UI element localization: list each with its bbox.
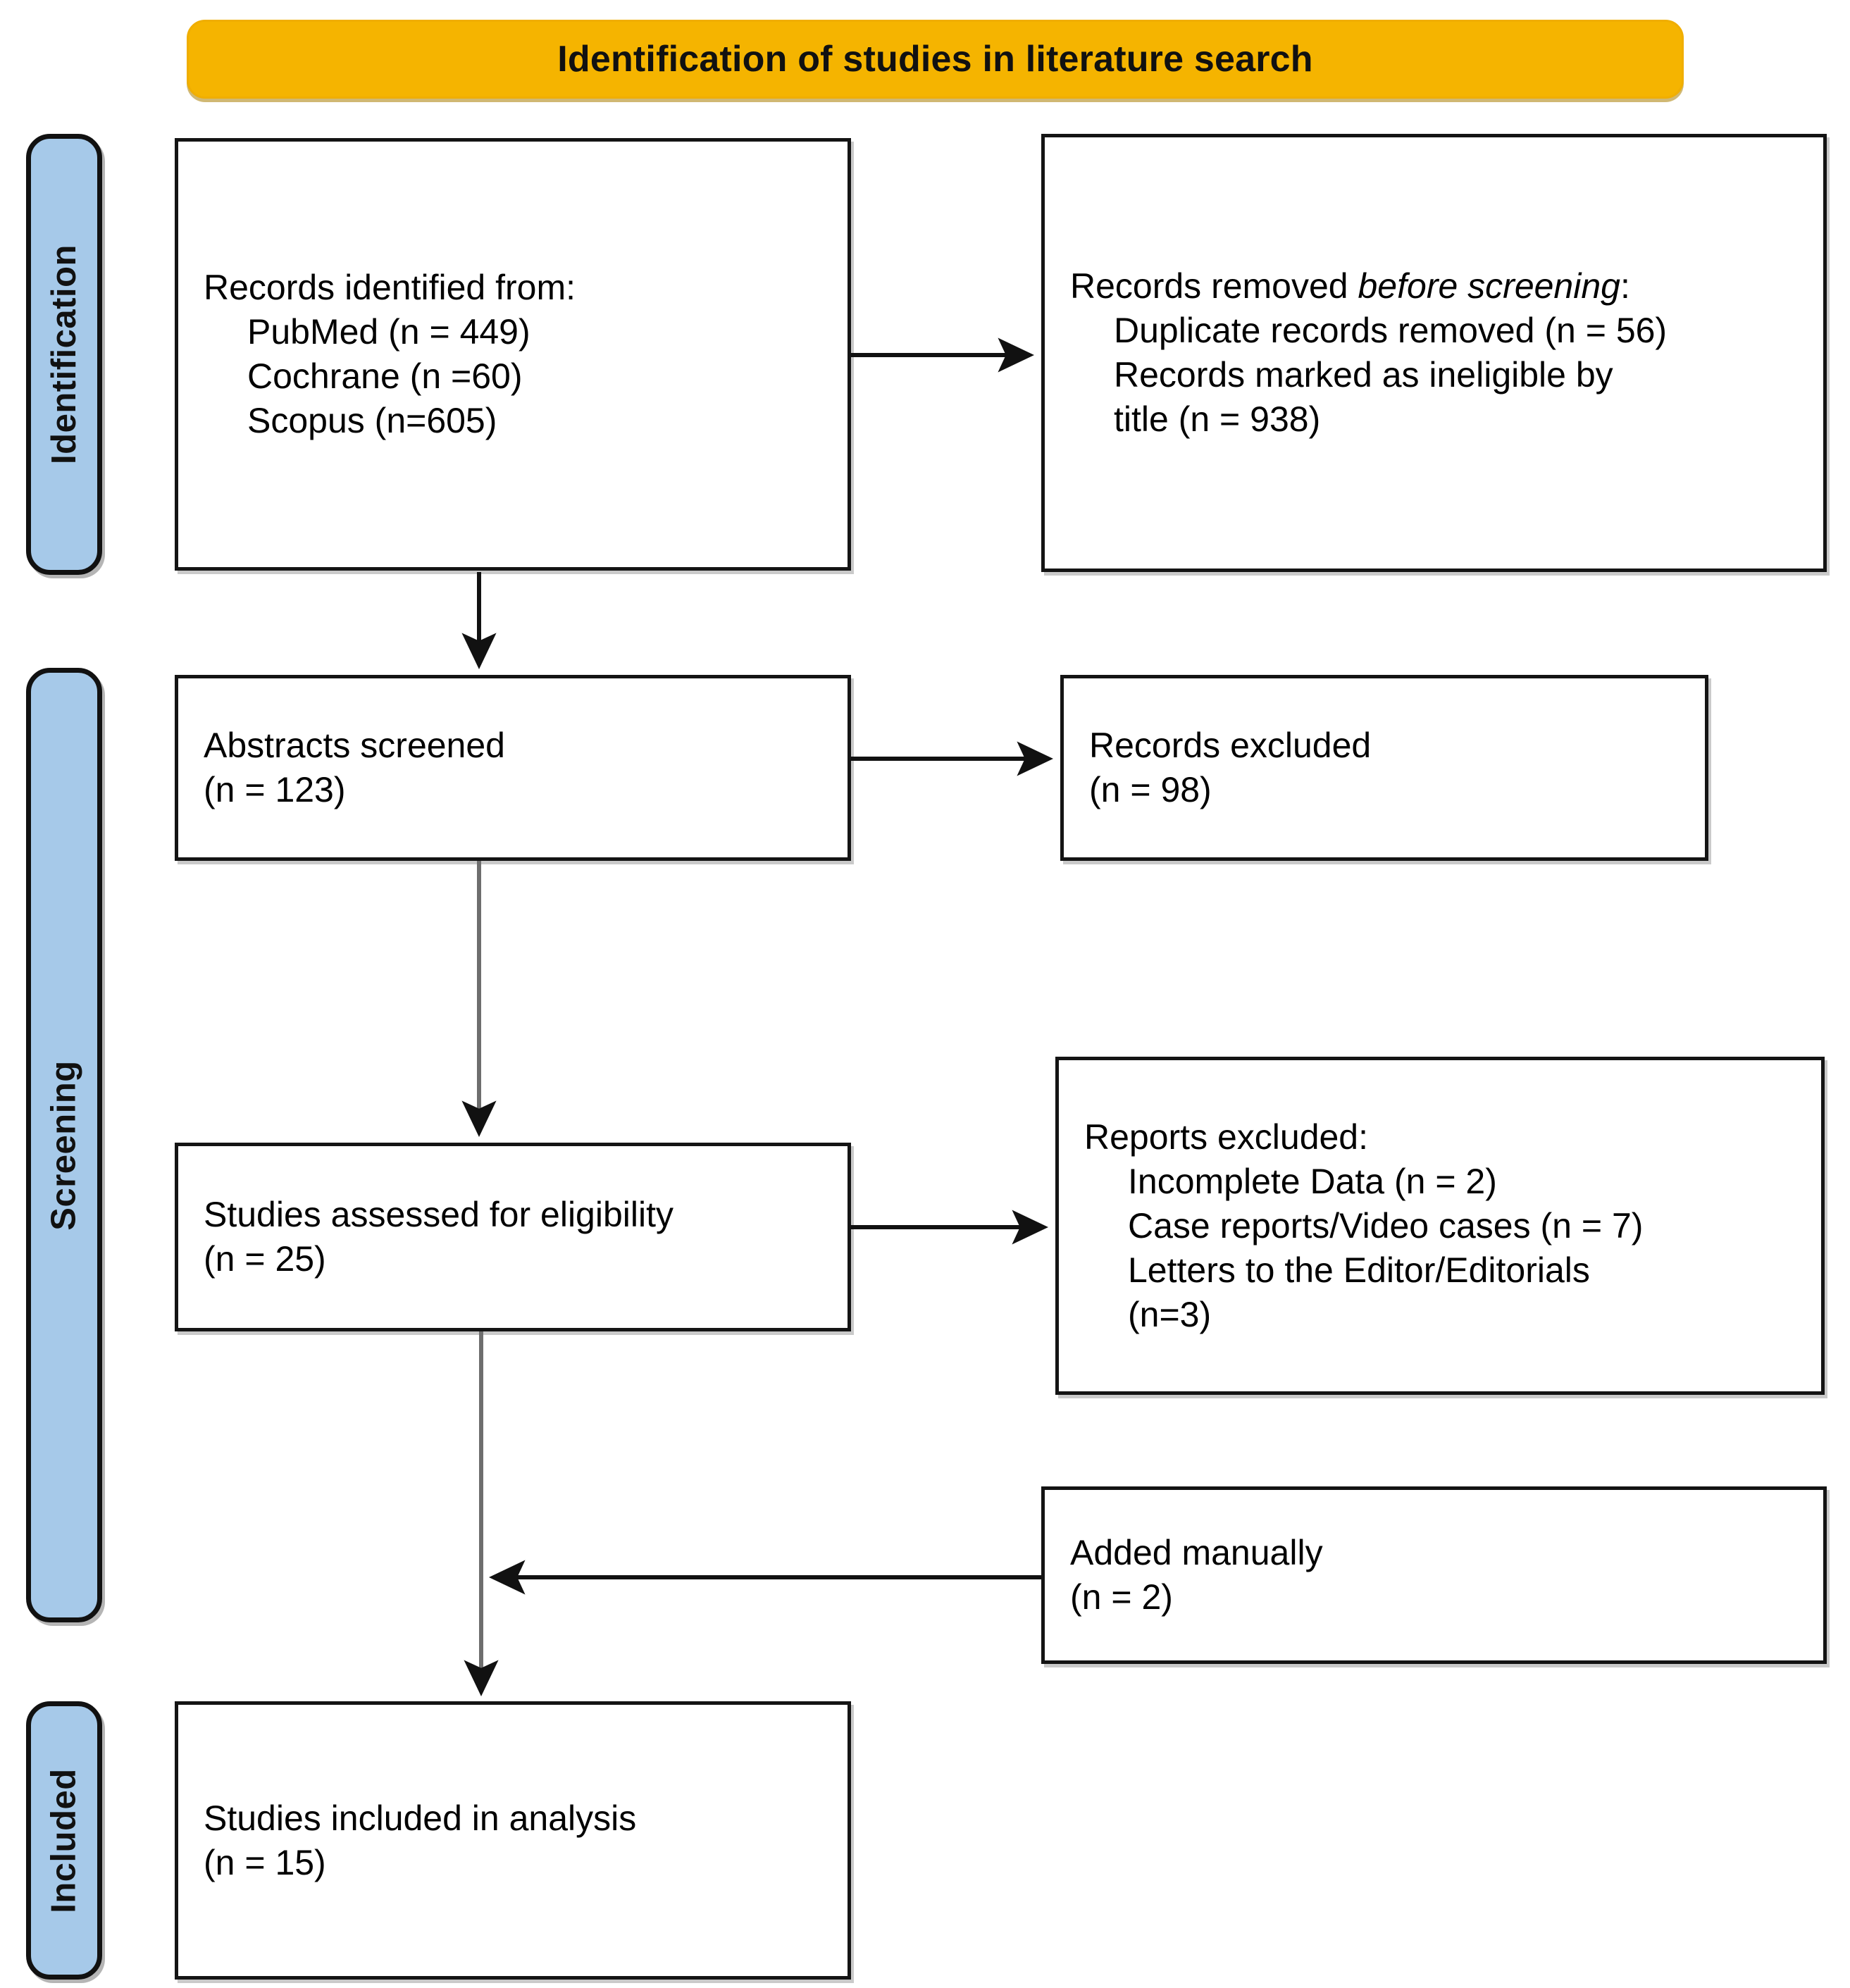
stage-bar-included: Included [26,1701,102,1980]
records-removed-duplicates: Duplicate records removed (n = 56) [1114,311,1668,350]
stage-bar-identification: Identification [26,134,102,575]
records-excluded-label: Records excluded [1089,726,1372,765]
records-removed-heading-prefix: Records removed [1070,266,1358,306]
reports-excluded-case-reports: Case reports/Video cases (n = 7) [1128,1205,1644,1245]
box-studies-included: Studies included in analysis (n = 15) [175,1701,851,1980]
records-identified-heading: Records identified from: [204,268,576,307]
box-added-manually: Added manually (n = 2) [1041,1486,1827,1664]
records-identified-scopus: Scopus (n=605) [247,401,497,440]
eligibility-label: Studies assessed for eligibility [204,1195,673,1234]
studies-included-label: Studies included in analysis [204,1798,637,1838]
studies-included-count: (n = 15) [204,1842,326,1882]
box-records-removed: Records removed before screening: Duplic… [1041,134,1827,572]
records-removed-heading-emphasis: before screening [1358,266,1620,306]
reports-excluded-heading: Reports excluded: [1084,1117,1369,1157]
diagram-title-banner: Identification of studies in literature … [187,20,1684,99]
records-removed-heading-suffix: : [1620,266,1630,306]
reports-excluded-incomplete-data: Incomplete Data (n = 2) [1128,1161,1497,1201]
eligibility-count: (n = 25) [204,1239,326,1279]
records-excluded-count: (n = 98) [1089,770,1212,809]
records-identified-cochrane: Cochrane (n =60) [247,356,523,396]
abstracts-screened-label: Abstracts screened [204,726,505,765]
records-removed-ineligible-cont: title (n = 938) [1114,399,1321,439]
box-abstracts-screened: Abstracts screened (n = 123) [175,675,851,861]
box-records-excluded: Records excluded (n = 98) [1060,675,1708,861]
box-reports-excluded: Reports excluded: Incomplete Data (n = 2… [1055,1057,1825,1395]
records-identified-pubmed: PubMed (n = 449) [247,312,530,352]
box-records-identified: Records identified from: PubMed (n = 449… [175,138,851,571]
added-manually-count: (n = 2) [1070,1577,1173,1617]
abstracts-screened-count: (n = 123) [204,770,346,809]
reports-excluded-letters: Letters to the Editor/Editorials [1128,1250,1590,1290]
records-removed-heading: Records removed before screening: [1070,264,1798,309]
added-manually-label: Added manually [1070,1533,1323,1572]
reports-excluded-letters-count: (n=3) [1128,1294,1212,1334]
stage-bar-screening: Screening [26,668,102,1622]
box-studies-assessed-eligibility: Studies assessed for eligibility (n = 25… [175,1143,851,1331]
page-title: Identification of studies in literature … [557,39,1313,80]
records-removed-ineligible: Records marked as ineligible by [1114,355,1613,395]
